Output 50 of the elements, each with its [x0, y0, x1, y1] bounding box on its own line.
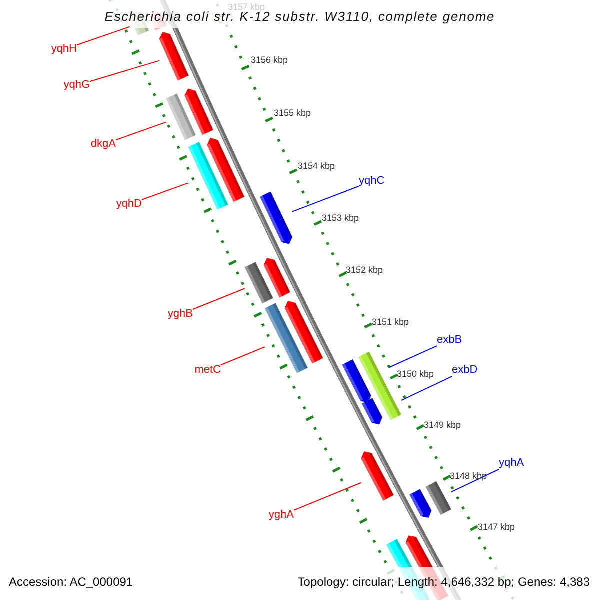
position-label: 3154 kbp — [298, 161, 336, 172]
gene-label: yqhA — [499, 457, 524, 470]
genome-title: Escherichia coli str. K-12 substr. W3110, complete genome — [104, 9, 496, 24]
gene-label: exbB — [437, 334, 462, 347]
gene-feature — [362, 398, 382, 425]
position-label: 3155 kbp — [274, 108, 312, 119]
leader-line — [192, 288, 246, 310]
position-label: 3151 kbp — [372, 317, 410, 328]
gene-label: metC — [194, 364, 221, 377]
leader-line — [116, 122, 167, 141]
gene-feature — [361, 452, 394, 501]
leader-line — [220, 346, 266, 366]
position-label: 3149 kbp — [424, 420, 462, 431]
position-label: 3148 kbp — [450, 471, 488, 482]
gene-bar — [188, 142, 228, 210]
leader-line — [292, 186, 360, 212]
gene-feature — [264, 258, 290, 298]
position-label: 3153 kbp — [322, 213, 360, 224]
gene-label: dkgA — [90, 138, 116, 151]
position-label: 3147 kbp — [478, 522, 516, 533]
gene-bar — [378, 392, 402, 420]
gene-feature — [410, 489, 432, 518]
position-label: 3156 kbp — [251, 55, 288, 66]
gene-bar — [244, 262, 274, 304]
leader-line — [451, 469, 500, 493]
gene-bar — [426, 481, 452, 516]
gene-label: yqhG — [64, 79, 90, 92]
accession-label: Accession: AC_000091 — [9, 575, 134, 589]
gene-feature — [207, 138, 245, 202]
leader-line — [400, 376, 452, 402]
gene-feature — [184, 88, 214, 136]
gene-label: yghB — [168, 308, 193, 321]
gene-bar — [358, 352, 390, 398]
position-label: 3150 kbp — [397, 369, 434, 380]
gene-feature — [260, 192, 292, 244]
leader-line — [294, 482, 362, 511]
gene-feature — [159, 32, 189, 81]
gene-label: exbD — [452, 364, 478, 377]
gene-label: yqhH — [51, 43, 77, 56]
gene-feature — [284, 301, 324, 364]
leader-line — [90, 60, 160, 82]
gene-label: yqhC — [359, 175, 385, 188]
gene-label: yghA — [268, 509, 294, 522]
gene-label: yqhD — [116, 198, 142, 211]
genome-stats: Topology: circular; Length: 4,646,332 bp; Genes: 4,383 — [298, 575, 590, 589]
position-label: 3152 kbp — [346, 265, 384, 276]
gene-feature — [342, 360, 372, 403]
leader-line — [389, 346, 438, 368]
gene-bar — [264, 303, 308, 374]
gene-bar — [166, 94, 196, 140]
